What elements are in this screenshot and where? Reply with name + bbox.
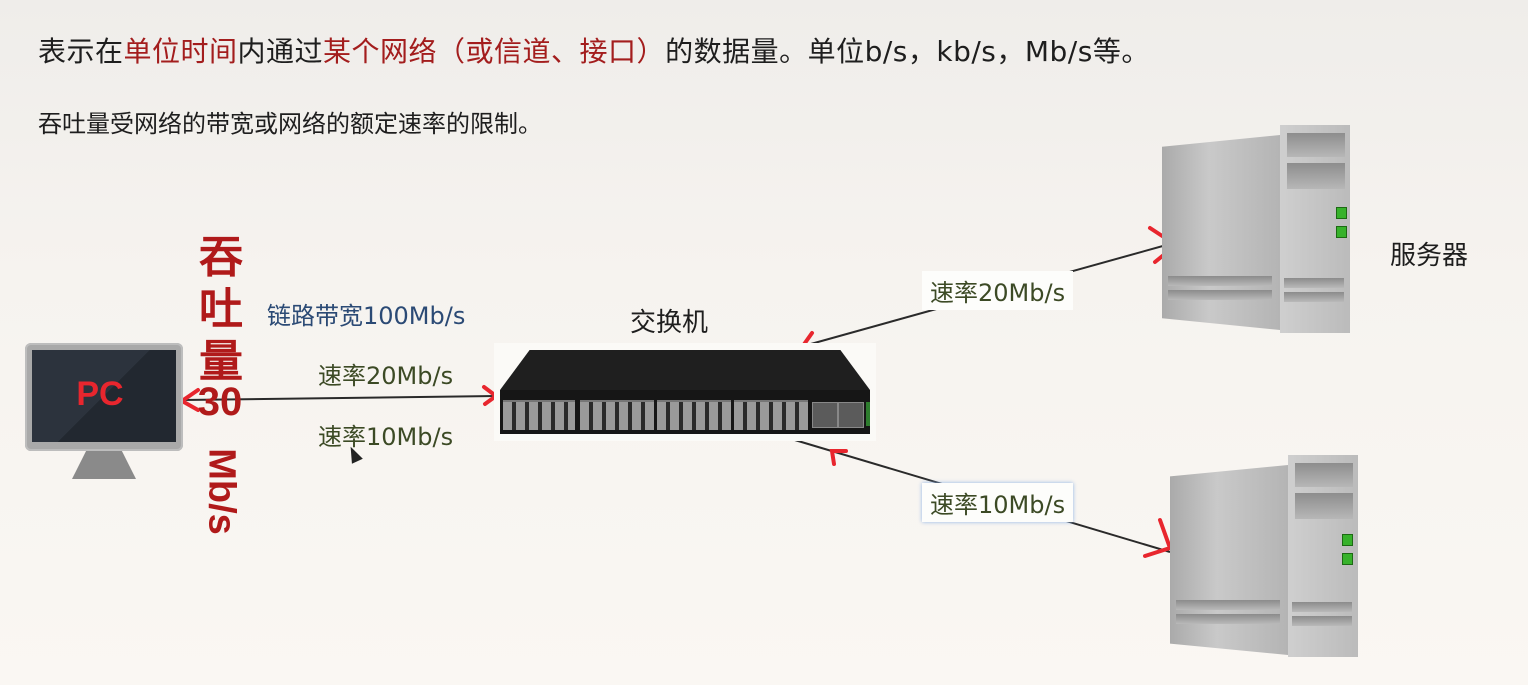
server2-link-rate[interactable]: 速率10Mb/s (922, 483, 1074, 522)
limitation-text: 吞吐量受网络的带宽或网络的额定速率的限制。 (38, 110, 542, 138)
switch-ports (503, 400, 575, 430)
server1-link-rate: 速率20Mb/s (922, 271, 1074, 310)
server-led (1336, 207, 1347, 219)
server-vent (1284, 278, 1344, 288)
server-icon (1170, 465, 1288, 655)
server-vent (1292, 602, 1352, 612)
drive-bay (1287, 133, 1345, 157)
server-vent (1284, 292, 1344, 302)
server-vent (1168, 276, 1272, 286)
definition-text: 表示在单位时间内通过某个网络（或信道、接口）的数据量。单位b/s，kb/s，Mb… (38, 30, 1150, 70)
pc-link-rate-10: 速率10Mb/s (318, 423, 454, 451)
sfp-port (838, 402, 864, 428)
server-vent (1168, 290, 1272, 300)
drive-bay (1295, 463, 1353, 487)
text-part: 的数据量。单位b/s，kb/s，Mb/s等。 (665, 35, 1150, 68)
throughput-value: 30 (197, 380, 243, 424)
text-part-emphasis: 某个网络（或信道、接口） (323, 35, 666, 68)
server-vent (1292, 616, 1352, 626)
text-part: 内通过 (237, 35, 324, 68)
switch-ports (580, 400, 654, 430)
server-icon (1162, 135, 1280, 330)
text-part-emphasis: 单位时间 (123, 35, 238, 68)
server-vent (1176, 614, 1280, 624)
switch-icon (500, 350, 870, 390)
server-led (1342, 534, 1353, 546)
throughput-label: 吞吐量 (199, 232, 243, 387)
switch-ports (734, 400, 808, 430)
server-led (1342, 553, 1353, 565)
server-label: 服务器 (1390, 241, 1469, 271)
drive-bay (1295, 493, 1353, 519)
pc-label: PC (76, 375, 124, 413)
switch-status-leds (866, 402, 870, 426)
drive-bay (1287, 163, 1345, 189)
throughput-unit: Mb/s (200, 448, 243, 535)
pc-link-rate-20: 速率20Mb/s (318, 362, 454, 390)
switch-label: 交换机 (630, 308, 709, 338)
text-part: 表示在 (38, 35, 124, 68)
server-led (1336, 226, 1347, 238)
server-vent (1176, 600, 1280, 610)
switch-ports (657, 400, 731, 430)
link-bandwidth-label: 链路带宽100Mb/s (267, 302, 466, 330)
sfp-port (812, 402, 838, 428)
pc-screen (32, 350, 176, 442)
